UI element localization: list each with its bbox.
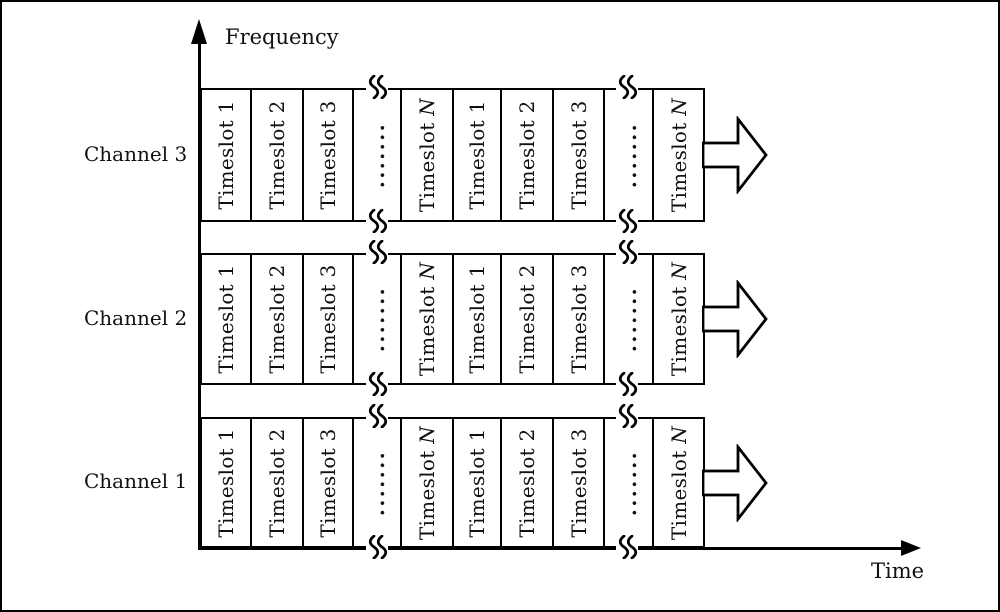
timeslot-label: Timeslot 2: [515, 264, 540, 374]
timeslot-cell: Timeslot 1: [202, 255, 253, 383]
timeslot-label: Timeslot 3: [315, 427, 340, 538]
timeslot-label: Timeslot 1: [214, 427, 238, 538]
timeslot-cell: Timeslot N: [654, 90, 703, 220]
ellipsis-cell: .......: [354, 90, 403, 220]
timeslot-cell: Timeslot 1: [454, 90, 503, 220]
timeslot-label: Timeslot 3: [566, 264, 591, 374]
timeslot-label: Timeslot 1: [465, 100, 490, 210]
frequency-axis-line: [198, 40, 201, 550]
timeslot-cell: Timeslot 1: [454, 419, 503, 546]
ellipsis-label: .......: [616, 121, 641, 189]
ellipsis-cell: .......: [605, 90, 655, 220]
break-mark-icon: [616, 404, 638, 428]
timeslot-cell: Timeslot 1: [202, 90, 253, 220]
break-mark-icon: [366, 75, 388, 99]
timeslot-label: Timeslot N: [666, 425, 691, 540]
time-axis-label: Time: [871, 559, 925, 583]
timeslot-label: Timeslot N: [415, 261, 440, 377]
timeslot-cell: Timeslot 2: [252, 419, 304, 546]
flow-arrow-icon: [701, 442, 770, 526]
timeslot-label: Timeslot 1: [465, 427, 490, 538]
timeslot-cell: Timeslot 2: [252, 255, 304, 383]
channel-row: Timeslot 1 Timeslot 2 Timeslot 3....... Tim…: [200, 253, 705, 385]
timeslot-label: Timeslot N: [666, 261, 691, 377]
timeslot-cell: Timeslot 2: [502, 255, 555, 383]
timeslot-cell: Timeslot 3: [554, 90, 605, 220]
ellipsis-label: .......: [365, 449, 390, 516]
timeslot-cell: Timeslot N: [402, 419, 454, 546]
timeslot-label: Timeslot 2: [264, 100, 289, 210]
break-mark-icon: [616, 75, 638, 99]
ellipsis-label: .......: [616, 285, 641, 353]
flow-arrow-icon: [701, 114, 770, 198]
break-mark-icon: [616, 372, 638, 396]
ellipsis-label: .......: [365, 121, 390, 189]
frequency-axis-label: Frequency: [225, 25, 339, 49]
timeslot-cell: Timeslot 3: [304, 419, 354, 546]
timeslot-label: Timeslot 1: [214, 100, 238, 210]
ellipsis-cell: .......: [354, 255, 403, 383]
timeslot-label: Timeslot 1: [214, 264, 238, 374]
timeslot-cell: Timeslot 1: [454, 255, 503, 383]
timeslot-label: Timeslot 1: [465, 264, 490, 374]
timeslot-cell: Timeslot 3: [304, 255, 354, 383]
ellipsis-cell: .......: [605, 255, 655, 383]
timeslot-cell: Timeslot 3: [554, 419, 605, 546]
timeslot-cell: Timeslot 1: [202, 419, 253, 546]
timeslot-cell: Timeslot 2: [252, 90, 304, 220]
break-mark-icon: [366, 209, 388, 233]
timeslot-label: Timeslot 2: [515, 427, 540, 538]
timeslot-cell: Timeslot N: [402, 90, 454, 220]
timeslot-label: Timeslot 2: [264, 427, 289, 538]
channel-row: Timeslot 1 Timeslot 2 Timeslot 3....... Tim…: [200, 417, 705, 548]
channel-1-label: Channel 1: [84, 469, 188, 493]
frequency-axis-up-arrowhead-icon: [191, 19, 207, 44]
timeslot-label: Timeslot N: [415, 97, 440, 213]
time-axis-right-arrowhead-icon: [901, 540, 921, 556]
timeslot-cell: Timeslot 3: [304, 90, 354, 220]
channel-2-label: Channel 2: [84, 306, 188, 330]
timeslot-label: Timeslot 3: [315, 264, 340, 374]
break-mark-icon: [616, 209, 638, 233]
timeslot-label: Timeslot 3: [566, 100, 591, 210]
timeslot-label: Timeslot 2: [264, 264, 289, 374]
ellipsis-cell: .......: [354, 419, 403, 546]
channel-3-label: Channel 3: [84, 142, 188, 166]
ellipsis-cell: .......: [605, 419, 655, 546]
timeslot-label: Timeslot 2: [515, 100, 540, 210]
break-mark-icon: [366, 404, 388, 428]
timeslot-cell: Timeslot N: [654, 419, 703, 546]
timeslot-label: Timeslot 3: [315, 100, 340, 210]
break-mark-icon: [616, 535, 638, 559]
break-mark-icon: [616, 240, 638, 264]
flow-arrow-icon: [701, 278, 770, 362]
timeslot-label: Timeslot N: [415, 425, 440, 540]
timeslot-cell: Timeslot N: [402, 255, 454, 383]
timeslot-cell: Timeslot N: [654, 255, 703, 383]
break-mark-icon: [366, 535, 388, 559]
time-axis-line: [198, 547, 904, 550]
break-mark-icon: [366, 372, 388, 396]
timeslot-cell: Timeslot 2: [502, 419, 555, 546]
timeslot-cell: Timeslot 2: [502, 90, 555, 220]
timeslot-cell: Timeslot 3: [554, 255, 605, 383]
break-mark-icon: [366, 240, 388, 264]
ellipsis-label: .......: [365, 285, 390, 353]
channel-row: Timeslot 1 Timeslot 2 Timeslot 3....... Tim…: [200, 88, 705, 222]
timeslot-label: Timeslot 3: [566, 427, 591, 538]
timeslot-label: Timeslot N: [666, 97, 691, 213]
ellipsis-label: .......: [616, 449, 641, 516]
